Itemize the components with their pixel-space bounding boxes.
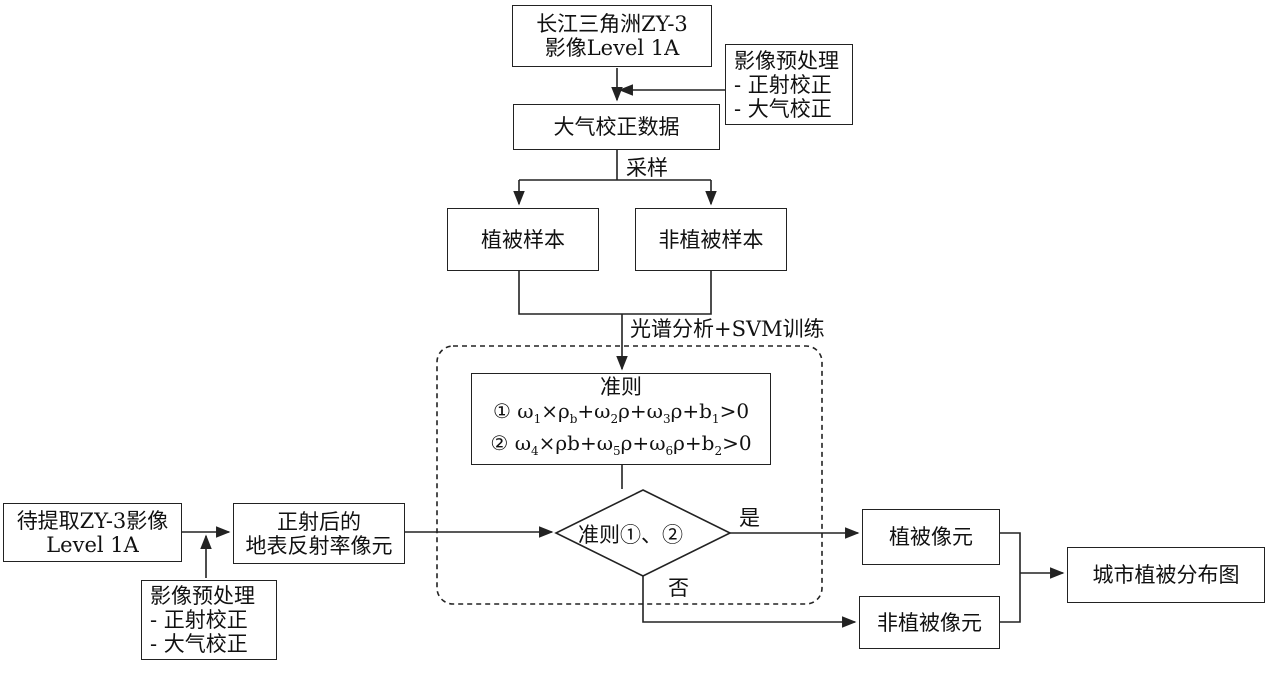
- reflect-line2: 地表反射率像元: [245, 533, 393, 558]
- rule-2-part: ρ+ω: [620, 431, 666, 455]
- atmos-data-label: 大气校正数据: [553, 115, 680, 139]
- rule-1-part: ρ+b: [670, 399, 712, 423]
- atmos-data-box: 大气校正数据: [513, 104, 720, 150]
- rule-1-sub: 2: [610, 412, 619, 426]
- line-pixels-merge: [1000, 532, 1021, 623]
- arrow-no-to-nonveg-pixel: [642, 576, 857, 628]
- source-image-box: 长江三角洲ZY-3 影像Level 1A: [512, 5, 712, 67]
- nonveg-pixel-label: 非植被像元: [877, 610, 982, 635]
- preprocess-bottom-title: 影像预处理: [150, 584, 255, 608]
- rule-1-sub: b: [569, 412, 578, 426]
- rule-2-part: ω: [514, 431, 531, 455]
- preprocess-bottom-item2: - 大气校正: [150, 632, 248, 656]
- nonveg-sample-label: 非植被样本: [658, 227, 764, 252]
- rule-1-sub: 3: [662, 412, 671, 426]
- veg-sample-box: 植被样本: [447, 208, 599, 271]
- rule-title: 准则: [600, 375, 642, 399]
- yes-label: 是: [739, 506, 760, 530]
- veg-pixel-box: 植被像元: [862, 509, 1000, 565]
- veg-sample-label: 植被样本: [481, 227, 565, 252]
- no-label: 否: [668, 576, 689, 600]
- rule-1-part: +ω: [577, 399, 611, 423]
- rule-2-sub: 5: [613, 444, 621, 458]
- preprocess-top-title: 影像预处理: [734, 48, 839, 73]
- input-line2: Level 1A: [46, 532, 139, 557]
- rule-2-part: ×ρb+ω: [538, 431, 614, 455]
- preprocess-top-box: 影像预处理 - 正射校正 - 大气校正: [725, 44, 853, 125]
- reflect-line1: 正射后的: [277, 509, 361, 534]
- rule-2-number: ②: [490, 431, 509, 455]
- input-line1: 待提取ZY-3影像: [16, 508, 169, 533]
- rule-2-sub: 2: [714, 444, 723, 458]
- preprocess-bottom-item1: - 正射校正: [150, 608, 248, 632]
- preprocess-bottom-box: 影像预处理 - 正射校正 - 大气校正: [141, 580, 277, 660]
- rule-2-part: ρ+b: [673, 431, 715, 455]
- preprocess-top-item1: - 正射校正: [734, 72, 832, 97]
- rule-1-part: ×ρ: [541, 399, 570, 423]
- veg-pixel-label: 植被像元: [889, 525, 973, 549]
- nonveg-sample-box: 非植被样本: [635, 208, 787, 271]
- rule-1: ① ω1×ρb+ω2ρ+ω3ρ+b1>0: [493, 399, 749, 431]
- rule-1-sub: 1: [533, 412, 542, 426]
- rule-1-part: ρ+ω: [618, 399, 663, 423]
- rule-2-part: >0: [722, 431, 752, 455]
- decision-label: 准则①、②: [578, 523, 683, 547]
- rule-1-number: ①: [492, 399, 511, 423]
- output-map-box: 城市植被分布图: [1067, 547, 1265, 603]
- input-image-box: 待提取ZY-3影像 Level 1A: [3, 503, 182, 562]
- sampling-label: 采样: [626, 156, 668, 180]
- rule-1-part: >0: [719, 399, 750, 423]
- rule-1-sub: 1: [711, 412, 720, 426]
- rule-2: ② ω4×ρb+ω5ρ+ω6ρ+b2>0: [490, 431, 751, 463]
- rule-1-part: ω: [517, 399, 534, 423]
- preprocess-top-item2: - 大气校正: [734, 96, 832, 121]
- source-line1: 长江三角洲ZY-3: [536, 12, 688, 36]
- training-label: 光谱分析+SVM训练: [630, 317, 825, 341]
- rule-2-sub: 4: [531, 444, 539, 458]
- line-samples-merge: [518, 271, 712, 315]
- rule-region-dashed-border: [436, 345, 823, 605]
- rule-2-sub: 6: [665, 444, 674, 458]
- source-line2: 影像Level 1A: [544, 36, 680, 60]
- output-map-label: 城市植被分布图: [1092, 563, 1240, 587]
- nonveg-pixel-box: 非植被像元: [859, 596, 1000, 649]
- rule-box: 准则 ① ω1×ρb+ω2ρ+ω3ρ+b1>0 ② ω4×ρb+ω5ρ+ω6ρ+…: [471, 373, 771, 465]
- reflectance-pixel-box: 正射后的 地表反射率像元: [233, 503, 405, 564]
